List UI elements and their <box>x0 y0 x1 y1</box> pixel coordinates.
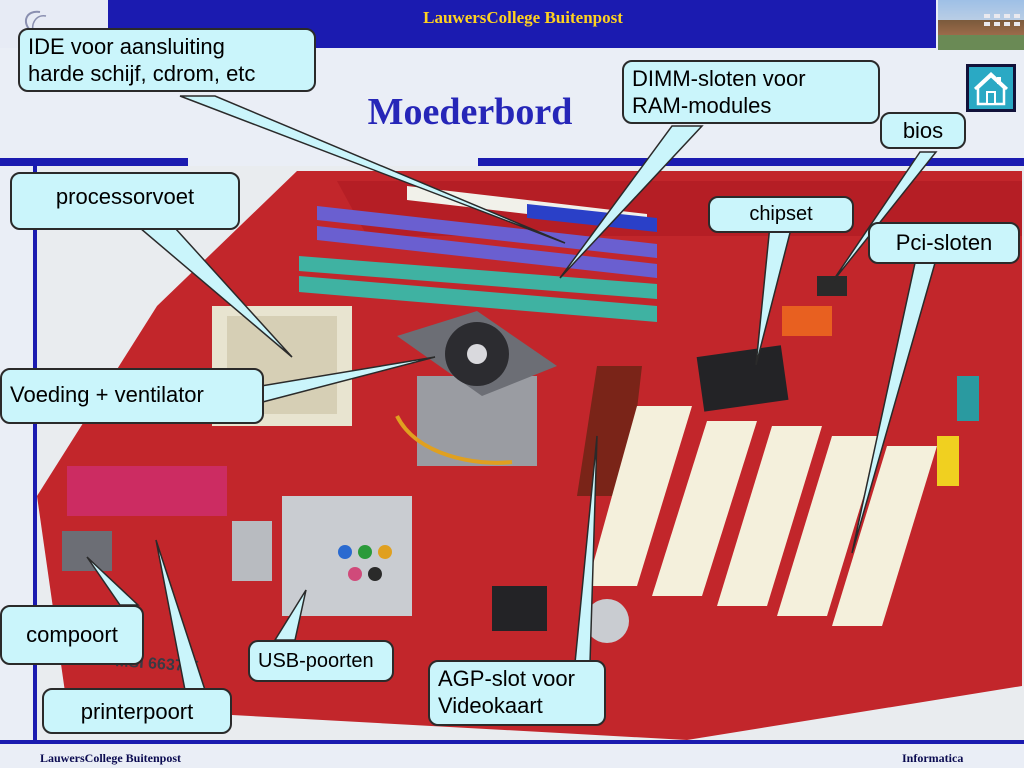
home-icon <box>973 71 1009 106</box>
callout-pci-sloten: Pci-sloten <box>868 222 1020 264</box>
callout-printerpoort: printerpoort <box>42 688 232 734</box>
callout-dimm-line2: RAM-modules <box>632 93 772 118</box>
callout-processorvoet: processorvoet <box>10 172 240 230</box>
callout-ide-line1: IDE voor aansluiting <box>28 34 225 59</box>
callout-bios-label: bios <box>902 118 944 143</box>
school-building-photo <box>938 0 1024 50</box>
callout-chipset: chipset <box>708 196 854 233</box>
footer-bar <box>0 740 1024 744</box>
title-rule-right <box>478 158 1024 166</box>
callout-dimm-line1: DIMM-sloten voor <box>632 66 806 91</box>
page-title: Moederbord <box>367 91 573 133</box>
callout-chipset-label: chipset <box>749 203 813 225</box>
callout-dimm: DIMM-sloten voor RAM-modules <box>622 60 880 124</box>
motherboard-illustration: MSI 6637 E <box>37 171 1022 740</box>
callout-agp: AGP-slot voor Videokaart <box>428 660 606 726</box>
header-title: LauwersCollege Buitenpost <box>423 8 623 27</box>
callout-compoort-label: compoort <box>26 622 118 647</box>
home-button[interactable] <box>966 64 1016 112</box>
callout-agp-line2: Videokaart <box>438 693 543 718</box>
footer-right-text: Informatica <box>902 751 964 765</box>
callout-agp-line1: AGP-slot voor <box>438 666 575 691</box>
callout-compoort: compoort <box>0 605 144 665</box>
callout-processorvoet-label: processorvoet <box>55 184 195 209</box>
footer-left-text: LauwersCollege Buitenpost <box>40 751 181 765</box>
callout-bios: bios <box>880 112 966 149</box>
callout-voeding: Voeding + ventilator <box>0 368 264 424</box>
callout-usb-label: USB-poorten <box>258 650 374 672</box>
callout-ide-line2: harde schijf, cdrom, etc <box>28 61 256 86</box>
callout-pci-sloten-label: Pci-sloten <box>895 230 993 255</box>
callout-printerpoort-label: printerpoort <box>80 699 194 724</box>
callout-ide: IDE voor aansluiting harde schijf, cdrom… <box>18 28 316 92</box>
left-border-line <box>33 166 37 740</box>
title-rule-left <box>0 158 188 166</box>
callout-voeding-label: Voeding + ventilator <box>10 382 204 407</box>
callout-usb: USB-poorten <box>248 640 394 682</box>
motherboard-photo: MSI 6637 E <box>37 166 1024 740</box>
